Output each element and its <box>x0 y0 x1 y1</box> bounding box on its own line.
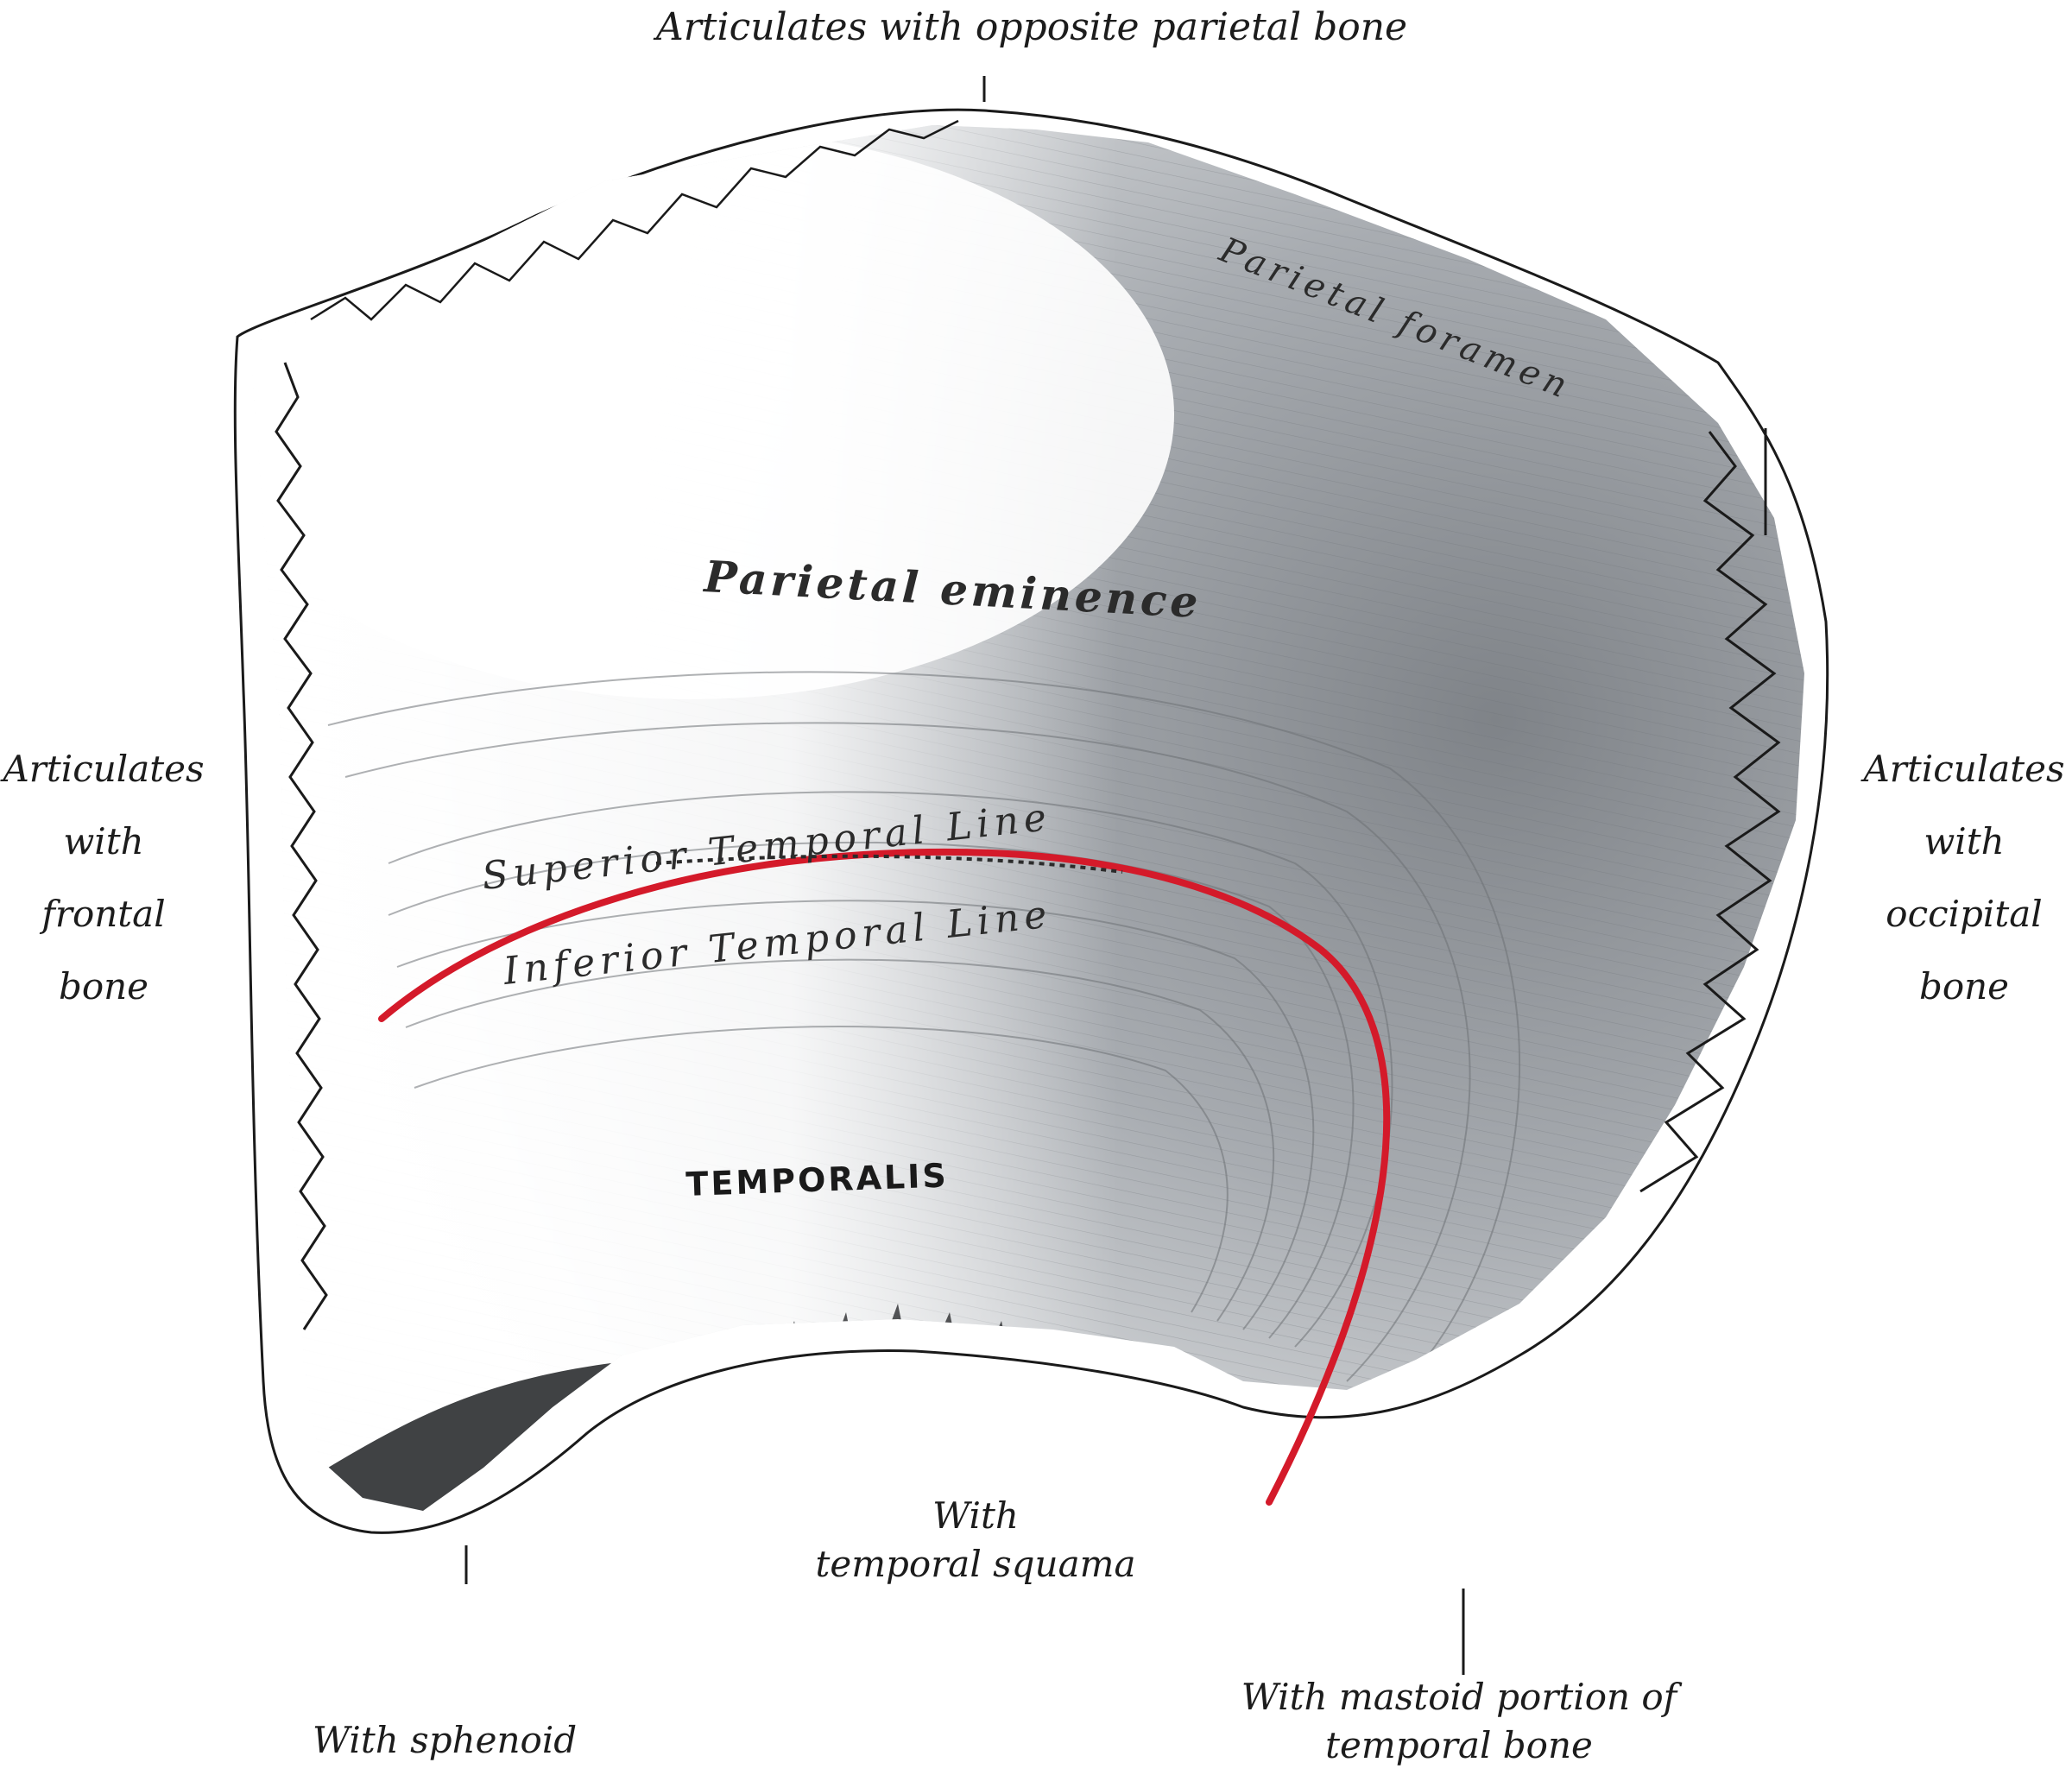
right-label-line-1: Articulates <box>1863 748 2065 790</box>
bottom-right-line-1: With mastoid portion of <box>1241 1676 1677 1718</box>
bottom-right-label: With mastoid portion of temporal bone <box>1217 1679 1701 1764</box>
bottom-center-line-2: temporal squama <box>815 1543 1136 1585</box>
inferior-temporal-line <box>378 848 1391 1506</box>
occipital-suture-edge <box>1639 431 1781 1193</box>
bottom-center-line-1: With <box>932 1494 1019 1537</box>
left-label-line-3: frontal <box>41 893 166 935</box>
frontal-suture-edge <box>275 362 328 1330</box>
right-label-line-3: occipital <box>1886 893 2043 935</box>
right-label-line-4: bone <box>1918 965 2010 1008</box>
right-label: Articulates with occipital bone <box>1856 751 2072 1005</box>
superior-temporal-line-dashes <box>655 854 1123 874</box>
outer-outline <box>233 108 1829 1534</box>
temporalis-label: TEMPORALIS <box>685 1156 950 1203</box>
left-label-line-4: bone <box>58 965 149 1008</box>
right-label-line-2: with <box>1924 820 2005 862</box>
left-label: Articulates with frontal bone <box>0 751 207 1005</box>
sagittal-suture-edge <box>310 119 959 321</box>
top-label: Articulates with opposite parietal bone <box>656 5 1408 49</box>
bottom-center-label: With temporal squama <box>777 1498 1174 1582</box>
bottom-right-line-2: temporal bone <box>1325 1724 1593 1766</box>
bottom-left-label: With sphenoid <box>313 1719 578 1761</box>
left-label-line-1: Articulates <box>3 748 205 790</box>
left-label-line-2: with <box>63 820 144 862</box>
